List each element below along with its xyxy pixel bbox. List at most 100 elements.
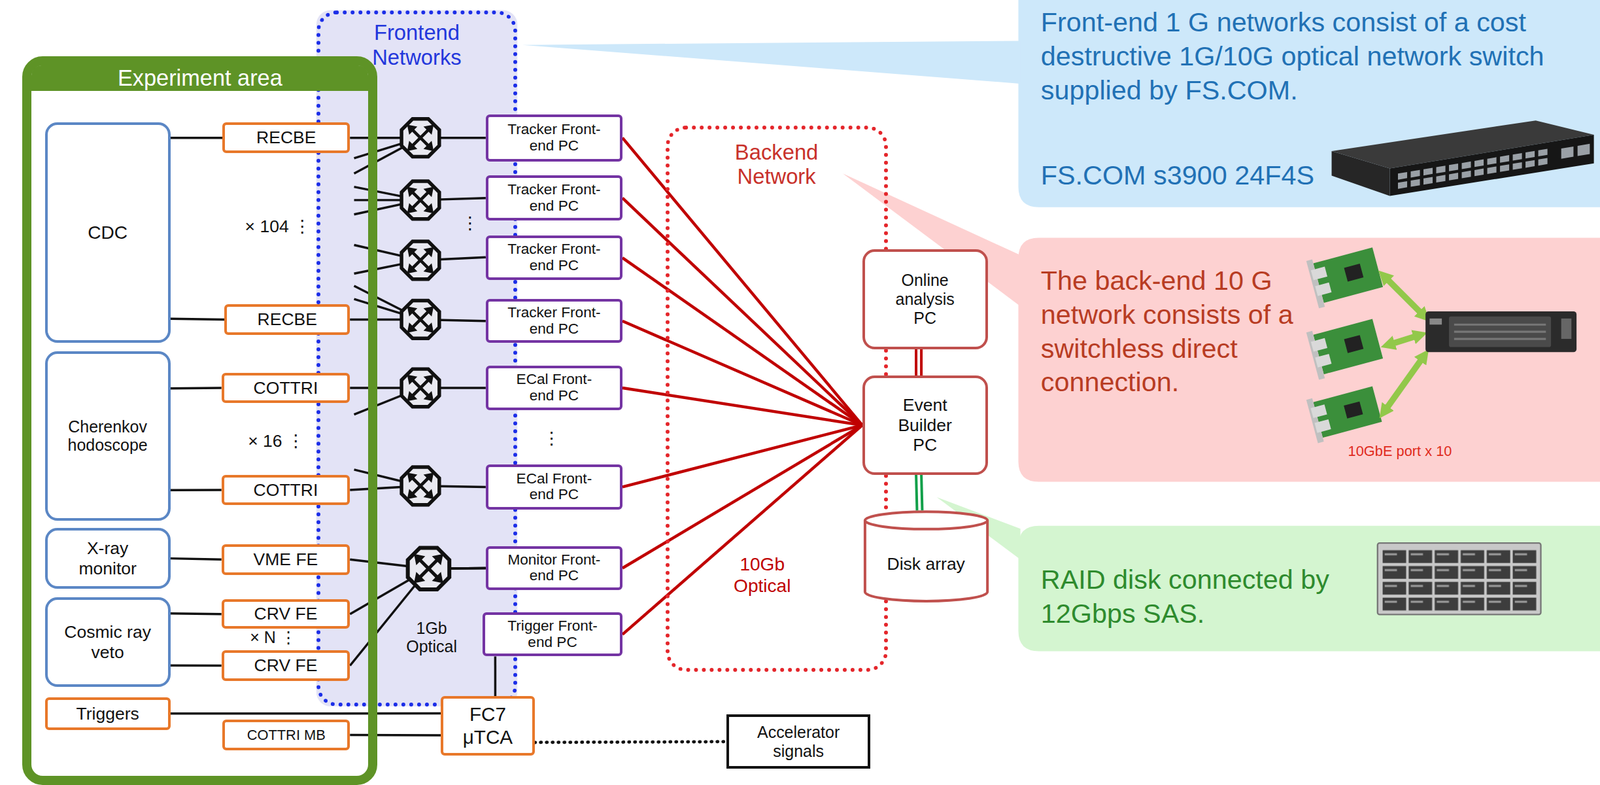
region-title: Backend Network	[720, 139, 834, 189]
box-label: CRV FE	[254, 603, 318, 624]
box-label: Cherenkov hodoscope	[50, 417, 165, 455]
link-line	[170, 664, 222, 666]
box-label: ECal Front-end PC	[506, 470, 602, 504]
label-holder: ⋮	[460, 213, 479, 234]
connector-stroke	[622, 425, 863, 568]
frontend-pc: ECal Front-end PC	[485, 365, 623, 411]
link-line	[494, 655, 496, 696]
box-label: Cosmic ray veto	[58, 621, 157, 662]
frontend-pc: Tracker Front-end PC	[485, 175, 623, 221]
box-label: FC7 μTCA	[451, 702, 524, 748]
callout-text-holder: 10GbE port x 10	[1348, 442, 1491, 460]
connector-stroke	[534, 741, 727, 743]
connector-stroke	[622, 321, 863, 426]
sas-link	[918, 474, 920, 511]
network-switch-icon	[401, 181, 440, 220]
detector-box: CDC	[45, 122, 171, 343]
box-label: CDC	[87, 222, 128, 244]
optical-link	[622, 137, 863, 426]
server-photo	[1425, 311, 1577, 352]
frontend-pc: Tracker Front-end PC	[485, 298, 623, 343]
box-label: Disk array	[887, 553, 966, 575]
network-cards	[1306, 243, 1385, 443]
callout-text: 10GbE port x 10	[1348, 442, 1491, 460]
label-holder: × N ⋮	[249, 627, 297, 647]
connector-stroke	[170, 386, 222, 390]
connector-stroke	[170, 712, 442, 715]
readout-board: COTTRI	[221, 372, 351, 404]
connector-stroke	[622, 198, 863, 426]
box-label: RECBE	[256, 127, 316, 148]
link-line	[170, 489, 222, 491]
callout-pointer	[522, 40, 1021, 84]
optical-link	[622, 198, 863, 426]
connector-stroke	[918, 474, 920, 511]
link-line	[170, 712, 442, 714]
connector-stroke	[349, 733, 441, 737]
signal-source: Accelerator signals	[726, 714, 871, 769]
frontend-pc: Tracker Front-end PC	[485, 114, 623, 162]
network-card	[1306, 382, 1383, 444]
network-card	[1306, 243, 1385, 308]
connector-stroke	[622, 137, 863, 426]
box-label: Triggers	[75, 703, 139, 724]
readout-board: Triggers	[45, 697, 171, 730]
frontend-pc: Trigger Front-end PC	[482, 612, 623, 656]
connector-stroke	[170, 558, 222, 560]
connector-stroke	[918, 474, 920, 511]
disk-enclosure-photo	[1377, 542, 1542, 614]
experiment-area: CDCRECBERECBECherenkov hodoscopeCOTTRICO…	[22, 56, 378, 785]
callout-text: RAID disk connected by 12Gbps SAS.	[1040, 562, 1353, 631]
optical-link	[622, 425, 863, 568]
callout-text: The back-end 10 G network consists of a …	[1040, 264, 1322, 400]
connector-stroke	[917, 349, 920, 376]
backend-pc: Event Builder PC	[862, 375, 988, 475]
frontend-pc: Tracker Front-end PC	[485, 235, 623, 280]
detector-box: Cherenkov hodoscope	[45, 351, 171, 521]
connector-stroke	[494, 655, 497, 696]
frontend-pc: ECal Front-end PC	[485, 464, 623, 510]
box-label: VME FE	[253, 549, 319, 570]
switch-front	[1390, 134, 1595, 197]
readout-board: CRV FE	[221, 598, 351, 629]
box-label: Tracker Front-end PC	[506, 241, 602, 274]
connector-stroke	[170, 613, 222, 614]
network-switch-icon	[401, 466, 440, 505]
network-switch-icon	[401, 300, 440, 339]
link-line	[170, 613, 222, 614]
readout-board: COTTRI	[221, 474, 351, 506]
readout-board: RECBE	[222, 122, 350, 154]
double-link	[918, 349, 920, 376]
connector-stroke	[170, 488, 222, 492]
link-line	[170, 318, 225, 320]
connector-stroke	[622, 425, 863, 635]
switch-photo	[1331, 120, 1595, 196]
connector-stroke	[914, 349, 923, 376]
connector-stroke	[170, 136, 223, 140]
link-type-label: 1Gb Optical	[398, 618, 466, 656]
callout-text: FS.COM s3900 24F4S	[1040, 158, 1347, 193]
cylinder-top	[865, 511, 988, 530]
label-holder: 1Gb Optical	[398, 618, 466, 656]
switch-ports	[1397, 141, 1590, 189]
label-holder: × 16 ⋮	[247, 430, 305, 452]
optical-link	[622, 321, 863, 426]
box-label: CRV FE	[254, 655, 318, 676]
link-type-label: 10Gb Optical	[717, 553, 807, 597]
backend-pc: Online analysis PC	[862, 249, 988, 350]
readout-board: COTTRI MB	[222, 719, 350, 750]
detector-box: Cosmic ray veto	[45, 596, 171, 687]
link-line	[349, 734, 441, 735]
link-line	[170, 387, 222, 390]
multiplicity-label: × N ⋮	[249, 627, 297, 647]
callout-box: RAID disk connected by 12Gbps SAS.	[1018, 525, 1600, 652]
link-line	[170, 558, 222, 560]
callout-background	[1018, 238, 1600, 482]
box-label: Online analysis PC	[889, 270, 961, 327]
callout-background	[1018, 0, 1600, 208]
network-card	[1306, 315, 1385, 380]
readout-board: RECBE	[224, 304, 350, 335]
box-label: Trigger Front-end PC	[504, 617, 600, 651]
network-switch-icon	[401, 241, 440, 280]
box-label: Tracker Front-end PC	[506, 181, 602, 215]
